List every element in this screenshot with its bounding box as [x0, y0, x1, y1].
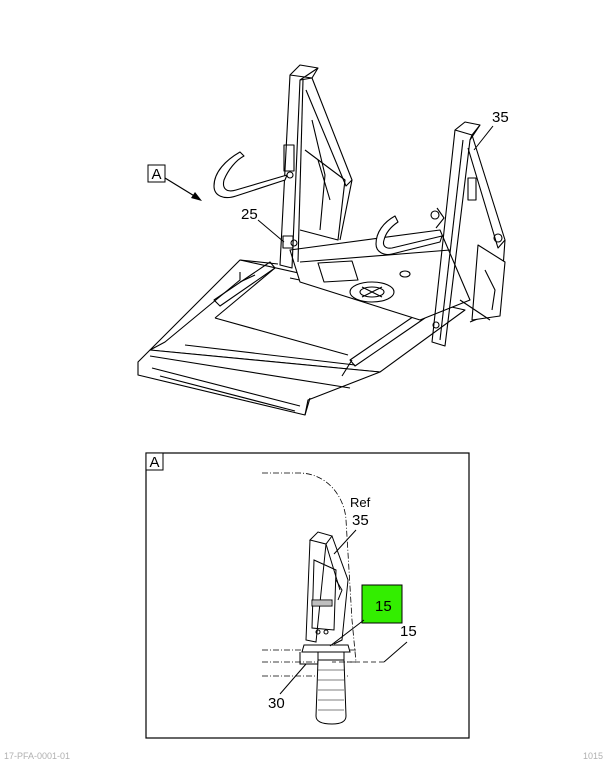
- detail-label-text: A: [150, 454, 160, 471]
- view-label-text: A: [152, 166, 162, 183]
- footer-page-ref: 1015: [583, 751, 603, 761]
- view-arrow-head: [191, 192, 202, 201]
- callout-25: 25: [241, 206, 285, 243]
- callout-35-label: 35: [492, 109, 509, 126]
- detail-callout-35-label: 35: [352, 512, 369, 529]
- right-handrail: [375, 215, 443, 256]
- highlight-callout-15-box: [361, 584, 403, 624]
- center-hub: [349, 281, 395, 303]
- callout-35-leader: [473, 125, 494, 151]
- callout-15-leader: [383, 641, 408, 663]
- detail-view-a: A Ref 35 15: [145, 452, 470, 739]
- ref-label: Ref: [350, 495, 371, 510]
- left-tower: [289, 64, 319, 79]
- view-reference-a: A: [147, 164, 202, 201]
- lift-illustration: [137, 64, 506, 416]
- callout-30-label: 30: [268, 695, 285, 712]
- highlight-callout-15-label: 15: [375, 598, 392, 615]
- view-label-box: [147, 164, 166, 183]
- callout-30-leader: [279, 663, 307, 695]
- callout-15-label: 15: [400, 623, 417, 640]
- right-tower: [454, 121, 481, 136]
- callout-25-leader: [257, 219, 285, 243]
- view-arrow: [164, 177, 197, 198]
- footer-doc-id: 17-PFA-0001-01: [4, 751, 70, 761]
- callout-25-label: 25: [241, 206, 258, 223]
- highlight-callout-15-leader: [329, 619, 365, 647]
- detail-label-box: [145, 452, 164, 471]
- detail-callout-35-leader: [333, 529, 357, 555]
- detail-lift-step: [299, 652, 347, 725]
- left-handrail: [213, 151, 288, 199]
- control-panel: [317, 260, 359, 283]
- vehicle-body-outline: [262, 472, 357, 663]
- callout-35: 35: [473, 109, 509, 151]
- detail-lift-tower: [301, 531, 351, 653]
- lift-nameplate: [311, 599, 333, 607]
